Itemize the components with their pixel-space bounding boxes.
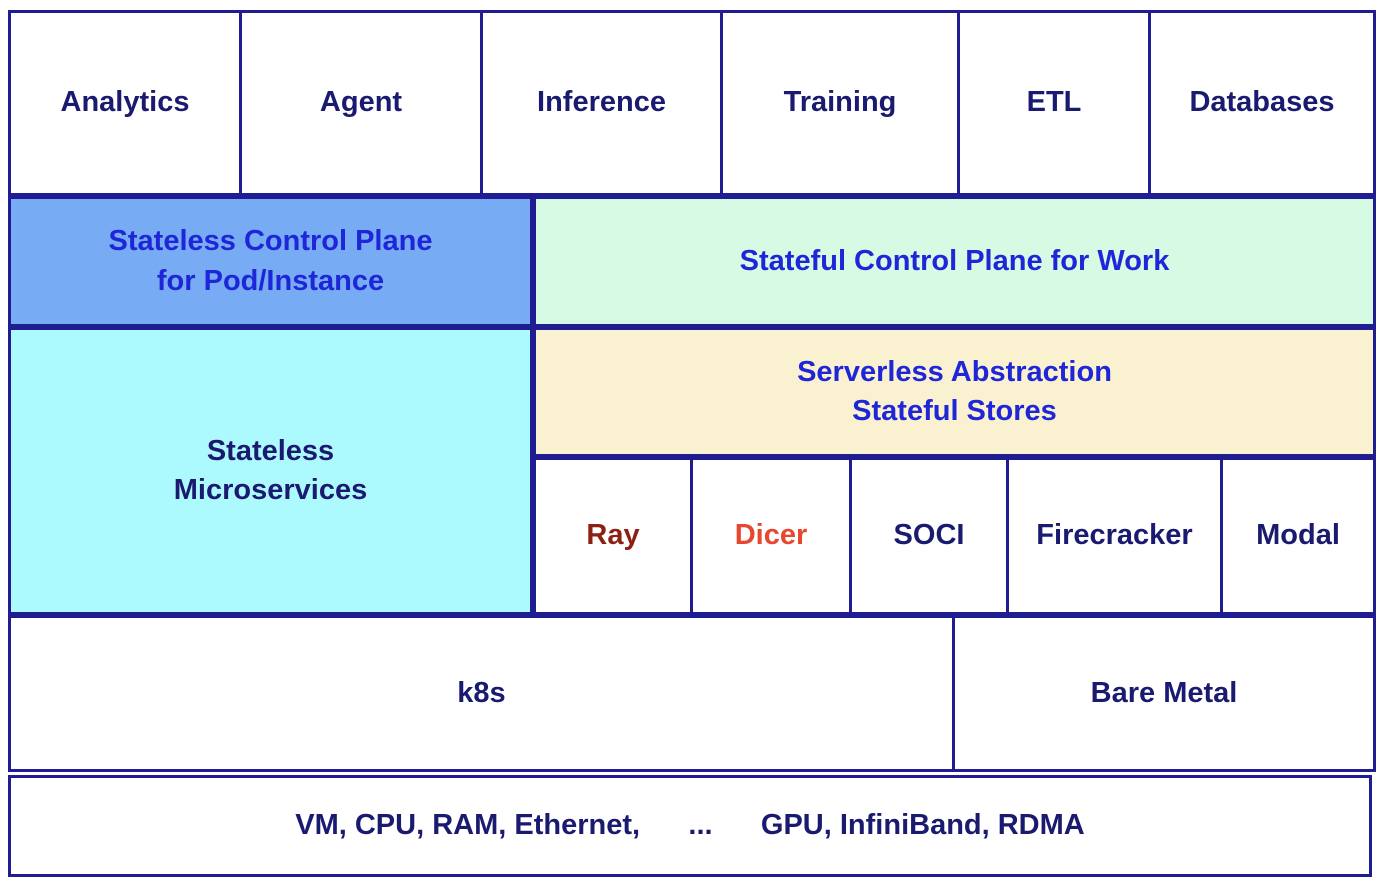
control-plane-row: Stateless Control Plane for Pod/Instance… [8, 196, 1376, 327]
serverless-abstraction-box: Serverless Abstraction Stateful Stores [533, 327, 1376, 457]
application-layer-row: Analytics Agent Inference Training ETL D… [8, 10, 1376, 196]
runtime-row: Ray Dicer SOCI Firecracker Modal [533, 457, 1376, 615]
runtime-box-modal: Modal [1223, 457, 1376, 615]
runtime-box-firecracker: Firecracker [1009, 457, 1223, 615]
services-layer-row: Stateless Microservices Serverless Abstr… [8, 327, 1376, 615]
app-box-etl: ETL [960, 10, 1151, 196]
app-box-analytics: Analytics [8, 10, 242, 196]
hardware-layer-box: VM, CPU, RAM, Ethernet, ... GPU, InfiniB… [8, 775, 1372, 877]
serverless-runtime-column: Serverless Abstraction Stateful Stores R… [533, 327, 1376, 615]
runtime-box-dicer: Dicer [693, 457, 852, 615]
k8s-box: k8s [8, 615, 955, 772]
app-box-training: Training [723, 10, 960, 196]
stateful-control-plane-box: Stateful Control Plane for Work [533, 196, 1376, 327]
bare-metal-box: Bare Metal [955, 615, 1376, 772]
hardware-layer-row: VM, CPU, RAM, Ethernet, ... GPU, InfiniB… [8, 775, 1372, 877]
app-box-databases: Databases [1151, 10, 1376, 196]
orchestration-layer-row: k8s Bare Metal [8, 615, 1376, 772]
stateless-control-plane-box: Stateless Control Plane for Pod/Instance [8, 196, 533, 327]
app-box-inference: Inference [483, 10, 723, 196]
runtime-box-ray: Ray [533, 457, 693, 615]
runtime-box-soci: SOCI [852, 457, 1009, 615]
app-box-agent: Agent [242, 10, 483, 196]
stateless-microservices-box: Stateless Microservices [8, 327, 533, 615]
